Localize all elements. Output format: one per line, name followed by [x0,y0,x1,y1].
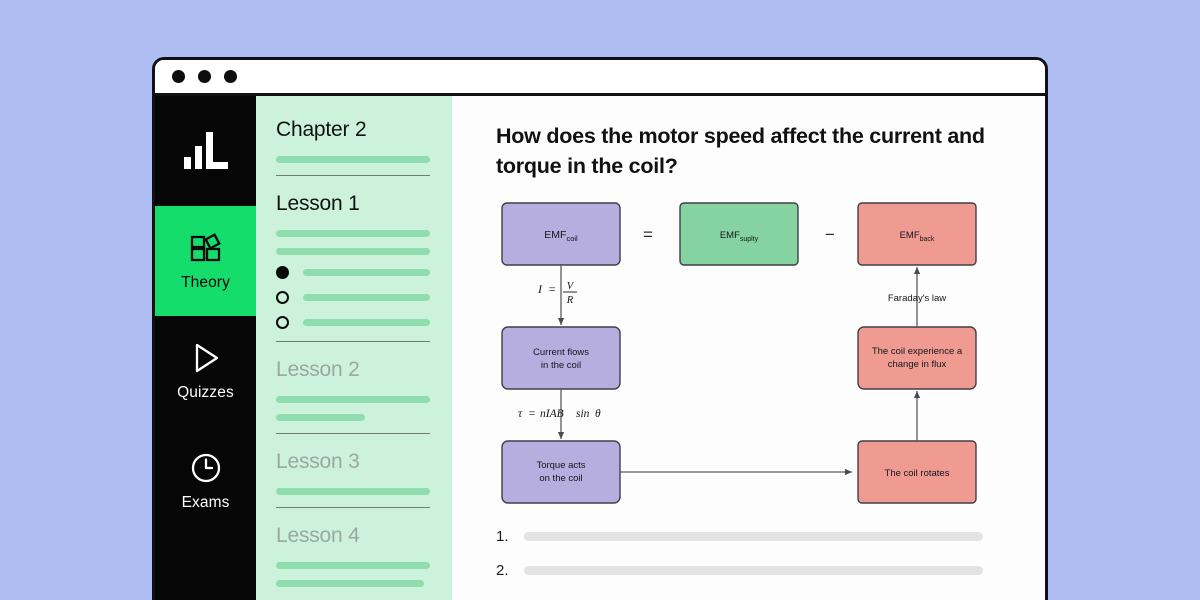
lesson-item-1-title[interactable]: Lesson 1 [276,192,360,215]
lesson-item-3-title[interactable]: Lesson 3 [276,450,360,473]
play-icon [189,341,223,375]
svg-text:V: V [567,281,575,292]
node-emf-coil-label: EMF [544,229,566,241]
divider [276,341,430,342]
brand-logo [155,96,256,206]
sidebar-item-quizzes[interactable]: Quizzes [155,316,256,426]
window-body: Theory Quizzes Exams [155,96,1045,600]
lesson-list-panel: Chapter 2 Lesson 1 Lesson 2 [256,96,452,600]
edge-label-ohms-law: I = V R [537,281,577,306]
sidebar-item-label: Theory [181,273,230,291]
node-coil-rotates-label: The coil rotates [885,468,950,479]
chapter-title: Chapter 2 [276,118,367,141]
svg-text:EMFback: EMFback [900,230,935,243]
bullet-filled-icon [276,266,289,279]
node-emf-supply[interactable] [679,202,799,267]
operator-equals: = [643,225,653,244]
maximize-dot-icon[interactable] [224,70,237,83]
divider [276,507,430,508]
operator-minus: − [825,225,835,244]
skeleton-line [303,319,430,326]
main-content: How does the motor speed affect the curr… [452,96,1045,600]
answer-number: 1. [496,528,509,545]
minimize-dot-icon[interactable] [198,70,211,83]
node-change-in-flux[interactable] [857,326,977,391]
sidebar-item-theory[interactable]: Theory [155,206,256,316]
svg-text:=: = [528,408,536,420]
svg-text:EMFsuplty: EMFsuplty [720,230,759,243]
node-current-flows-line1: Current flows [533,347,589,358]
answer-list: 1. 2. [496,528,983,596]
sidebar-item-label: Exams [181,493,230,511]
skeleton-line [276,414,366,421]
answer-row[interactable]: 1. [496,528,983,545]
answer-number: 2. [496,562,509,579]
blocks-icon [189,231,223,265]
edge-label-faradays-law: Faraday's law [888,293,946,304]
svg-text:R: R [566,295,574,306]
bullet-empty-icon [276,316,289,329]
question-title: How does the motor speed affect the curr… [496,124,985,178]
lesson-item-2-title[interactable]: Lesson 2 [276,358,360,381]
node-torque-acts-line1: Torque acts [536,460,585,471]
answer-input-placeholder[interactable] [524,566,983,575]
sidebar-item-exams[interactable]: Exams [155,426,256,536]
skeleton-line [276,156,430,163]
node-torque-acts[interactable] [501,440,621,505]
app-window: Theory Quizzes Exams [152,57,1048,600]
node-current-flows-line2: in the coil [541,360,581,371]
close-dot-icon[interactable] [172,70,185,83]
node-emf-back-label: EMF [900,230,920,241]
skeleton-line [276,488,430,495]
svg-text:=: = [548,282,556,296]
node-change-in-flux-line2: change in flux [888,359,947,370]
motor-flow-diagram: EMFcoil = EMFsuplty − EMFback [496,195,1016,525]
svg-text:EMFcoil: EMFcoil [544,229,578,243]
lesson-item-4-title[interactable]: Lesson 4 [276,524,360,547]
svg-text:I: I [537,282,543,296]
window-title-bar [155,60,1045,96]
node-emf-supply-subscript: suplty [740,236,759,243]
answer-input-placeholder[interactable] [524,532,983,541]
skeleton-line [303,294,430,301]
skeleton-line [276,396,430,403]
skeleton-line [276,248,430,255]
svg-text:nIAB: nIAB [540,408,564,420]
svg-text:τ: τ [518,408,523,420]
svg-text:θ: θ [595,408,601,420]
node-emf-back-subscript: back [920,236,935,243]
skeleton-line [276,580,424,587]
edge-label-torque-law: τ = nIAB sin θ [518,408,601,420]
clock-icon [189,451,223,485]
answer-row[interactable]: 2. [496,562,983,579]
node-change-in-flux-line1: The coil experience a [872,346,963,357]
sidebar-nav: Theory Quizzes Exams [155,96,256,600]
node-torque-acts-line2: on the coil [539,473,582,484]
bullet-empty-icon [276,291,289,304]
skeleton-line [303,269,430,276]
bar-chart-logo-icon [182,129,230,173]
node-emf-supply-label: EMF [720,230,740,241]
node-emf-back[interactable] [857,202,977,267]
node-current-flows[interactable] [501,326,621,391]
skeleton-line [276,562,430,569]
skeleton-line [276,230,430,237]
lesson-subitem[interactable] [276,266,430,279]
lesson-subitem[interactable] [276,316,430,329]
divider [276,433,430,434]
divider [276,175,430,176]
svg-text:sin: sin [576,408,590,420]
lesson-subitem[interactable] [276,291,430,304]
node-emf-coil-subscript: coil [566,235,578,244]
sidebar-item-label: Quizzes [177,383,234,401]
diagram-svg: EMFcoil = EMFsuplty − EMFback [501,202,977,505]
